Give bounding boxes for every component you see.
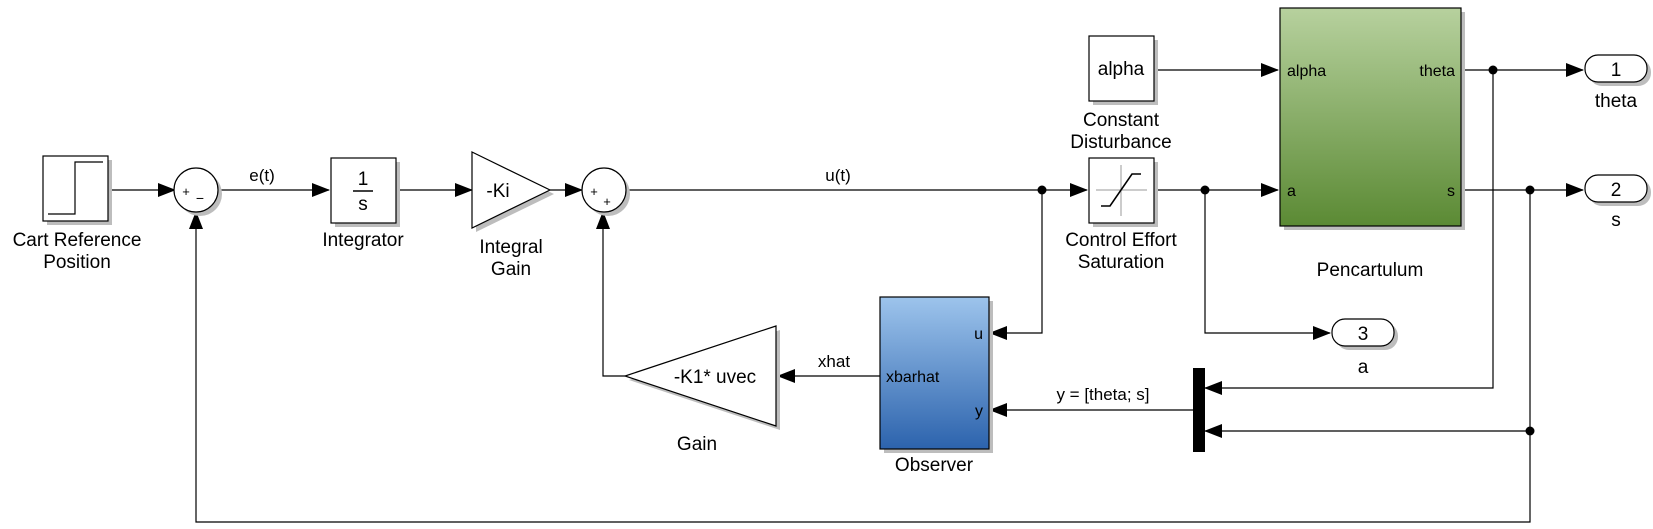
signal-label-xhat: xhat	[818, 352, 850, 371]
integral-gain-text: -Ki	[486, 181, 509, 202]
constant-caption-line2: Disturbance	[1070, 132, 1171, 153]
integral-gain-block[interactable]: -Ki	[471, 151, 554, 232]
constant-caption-line1: Constant	[1083, 110, 1160, 131]
integral-gain-caption-line2: Gain	[491, 259, 531, 280]
sum-block-2[interactable]: + +	[581, 167, 630, 216]
sum2-sign-bottom: +	[603, 194, 611, 209]
observer-block[interactable]: u y xbarhat	[879, 296, 993, 453]
wire-gain-to-sum2-feedback	[596, 211, 625, 377]
saturation-caption-line1: Control Effort	[1065, 230, 1177, 251]
outport-2-number: 2	[1611, 180, 1622, 201]
step-icon	[48, 161, 103, 215]
wire-theta-to-mux	[1204, 70, 1494, 395]
saturation-block[interactable]	[1088, 157, 1158, 227]
mux-bar	[1193, 368, 1205, 452]
gain-block[interactable]: -K1* uvec	[623, 325, 780, 430]
gain-caption: Gain	[677, 434, 717, 455]
integrator-numerator: 1	[358, 169, 369, 190]
integrator-block[interactable]: 1 s	[330, 157, 400, 227]
outport-3[interactable]: 3	[1331, 318, 1398, 350]
integral-gain-caption-line1: Integral	[479, 237, 542, 258]
integrator-denominator: s	[358, 194, 368, 215]
branch-dot-u	[1037, 185, 1047, 195]
outport-1-number: 1	[1611, 60, 1622, 81]
branch-dot-s-feedback	[1525, 426, 1535, 436]
sum-block-1[interactable]: + −	[173, 167, 222, 216]
saturation-icon	[1101, 173, 1141, 207]
branch-points	[1037, 65, 1535, 436]
signal-label-error: e(t)	[249, 166, 275, 185]
observer-port-in-y: y	[975, 403, 983, 420]
constant-text: alpha	[1098, 59, 1145, 80]
plant-port-out-theta: theta	[1419, 63, 1455, 80]
plant-caption: Pencartulum	[1317, 260, 1424, 281]
observer-port-out-xbarhat: xbarhat	[886, 369, 940, 386]
step-caption-line2: Position	[43, 252, 111, 273]
integrator-caption: Integrator	[322, 230, 404, 251]
gain-text: -K1* uvec	[674, 367, 756, 388]
observer-port-in-u: u	[974, 326, 983, 343]
signal-label-control: u(t)	[825, 166, 851, 185]
plant-block[interactable]: alpha a theta s	[1279, 7, 1465, 230]
wire-a-to-outport3	[1204, 190, 1331, 340]
outport-2-caption: s	[1611, 210, 1621, 231]
branch-dot-theta	[1488, 65, 1498, 75]
mux-block[interactable]	[1193, 368, 1205, 452]
branch-dot-a	[1200, 185, 1210, 195]
plant-port-out-s: s	[1447, 183, 1455, 200]
signal-label-measurement: y = [theta; s]	[1056, 385, 1149, 404]
outport-1[interactable]: 1	[1584, 54, 1651, 86]
saturation-caption-line2: Saturation	[1078, 252, 1165, 273]
sum1-sign-left: +	[182, 184, 190, 199]
wire-u-to-observer	[989, 190, 1043, 340]
branch-dot-s	[1525, 185, 1535, 195]
outport-1-caption: theta	[1595, 91, 1638, 112]
outport-3-caption: a	[1358, 357, 1369, 378]
step-caption-line1: Cart Reference	[13, 230, 142, 251]
sum1-sign-bottom: −	[196, 190, 204, 206]
plant-port-in-a: a	[1287, 183, 1296, 200]
step-block[interactable]	[42, 155, 112, 225]
sum2-sign-left: +	[590, 184, 598, 199]
outport-2[interactable]: 2	[1584, 174, 1651, 206]
wire-s-feedback-to-sum1	[189, 211, 1531, 523]
outport-3-number: 3	[1358, 324, 1369, 345]
constant-block[interactable]: alpha	[1088, 35, 1158, 105]
observer-caption: Observer	[895, 455, 974, 476]
plant-port-in-alpha: alpha	[1287, 63, 1326, 80]
